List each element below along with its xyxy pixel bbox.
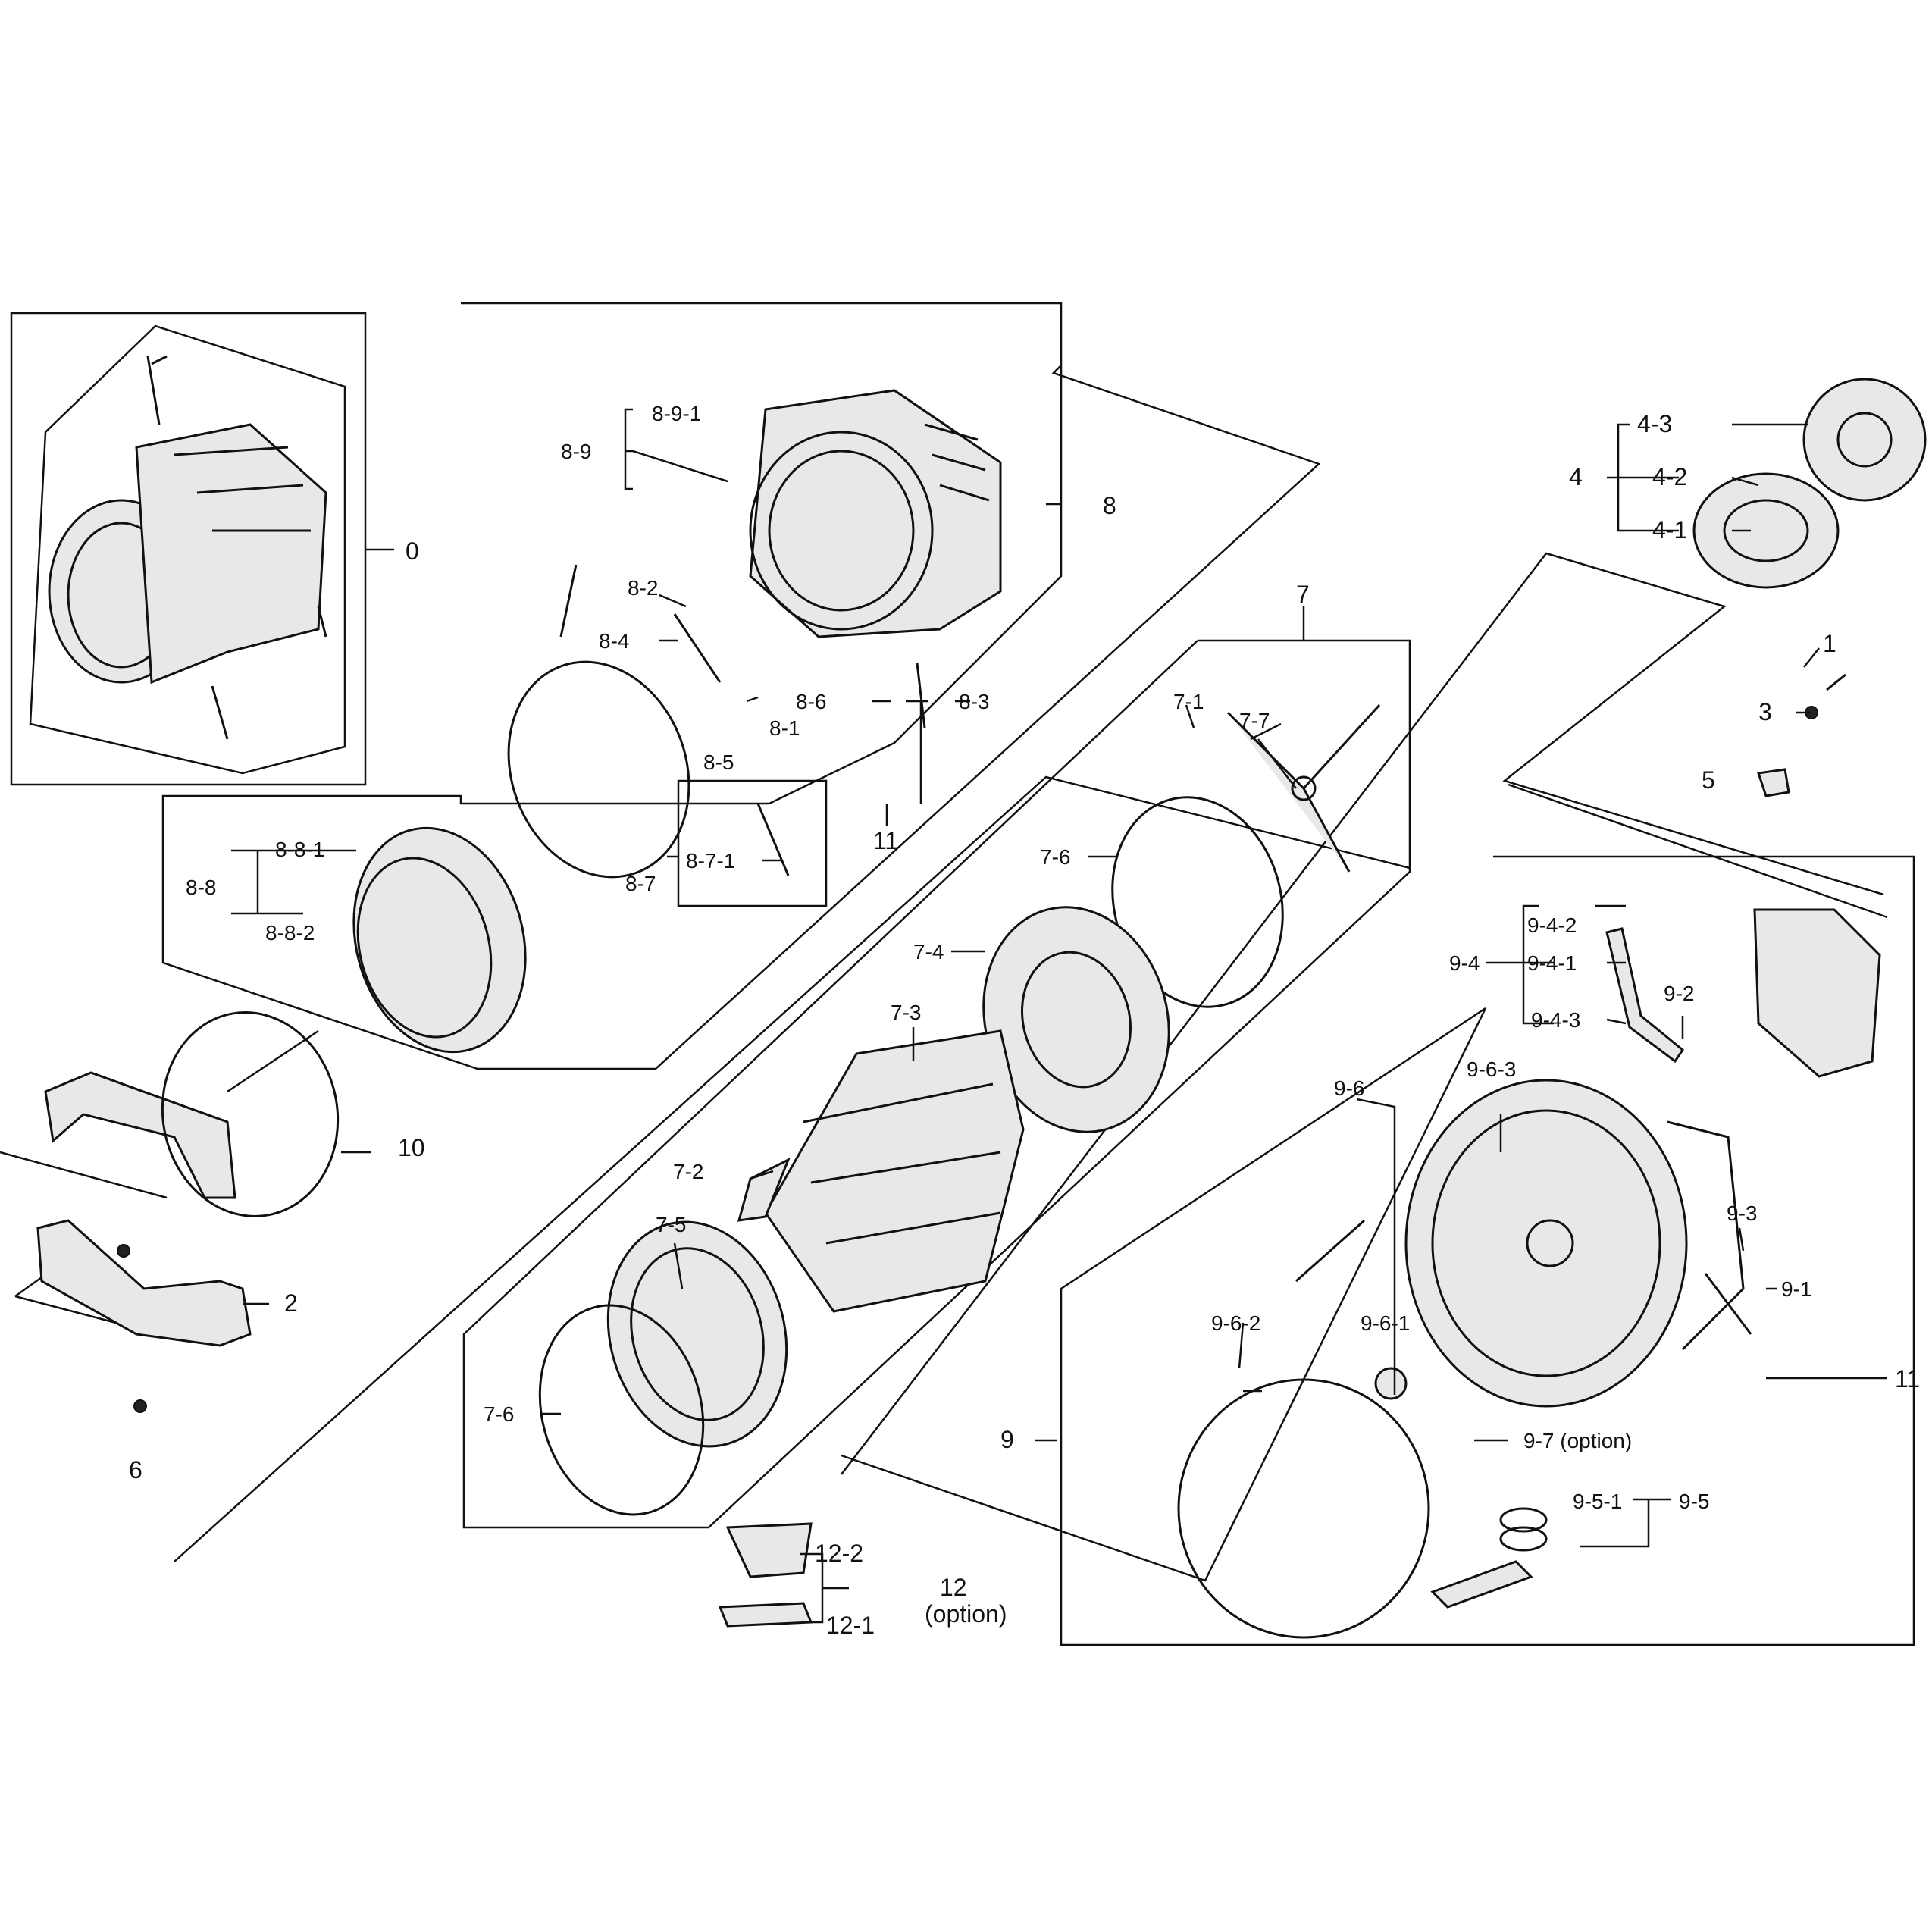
label-7-7: 7-7 <box>1239 709 1270 732</box>
label-9-6-3: 9-6-3 <box>1467 1057 1516 1081</box>
label-8-2: 8-2 <box>628 576 658 600</box>
frame-group-9 <box>1060 855 1915 1646</box>
label-12-2: 12-2 <box>815 1540 863 1567</box>
label-9-5-1: 9-5-1 <box>1573 1490 1622 1513</box>
label-8-7: 8-7 <box>625 872 656 895</box>
label-7-1: 7-1 <box>1173 690 1204 713</box>
label-7-6-lower: 7-6 <box>484 1402 514 1426</box>
label-12-1: 12-1 <box>826 1612 875 1639</box>
frame-group-0-inner <box>29 324 346 775</box>
label-4-2: 4-2 <box>1652 463 1687 490</box>
label-8-4: 8-4 <box>599 629 629 653</box>
label-8-5: 8-5 <box>703 750 734 774</box>
label-8: 8 <box>1103 492 1116 519</box>
label-7-3: 7-3 <box>891 1001 921 1024</box>
label-8-3: 8-3 <box>959 690 989 713</box>
label-9-6-1: 9-6-1 <box>1361 1311 1410 1335</box>
parts <box>36 355 1927 1639</box>
frame-group-0 <box>10 312 367 786</box>
label-4-3: 4-3 <box>1637 410 1672 437</box>
label-12-option: (option) <box>925 1600 1007 1628</box>
label-7-4: 7-4 <box>913 940 944 963</box>
label-9-7-option: 9-7 (option) <box>1523 1429 1632 1452</box>
label-0: 0 <box>406 537 419 565</box>
label-3: 3 <box>1758 698 1772 725</box>
group-frames <box>0 302 1915 1646</box>
tub-rear-illustration <box>1177 908 1881 1639</box>
frame-group-9-lower <box>841 1007 1487 1582</box>
label-9-4-3: 9-4-3 <box>1531 1008 1580 1032</box>
label-8-8: 8-8 <box>186 876 216 899</box>
label-8-9-1: 8-9-1 <box>652 402 701 425</box>
label-8-7-1: 8-7-1 <box>686 849 735 873</box>
label-8-9: 8-9 <box>561 440 591 463</box>
option-12-illustration <box>718 1522 813 1628</box>
leader-lines <box>227 408 1887 1624</box>
tub-front-illustration <box>352 389 1002 1054</box>
label-1: 1 <box>1823 630 1836 657</box>
label-9-4: 9-4 <box>1449 951 1480 975</box>
label-6: 6 <box>129 1456 142 1484</box>
frame-group-7 <box>462 639 1411 1529</box>
callout-labels: 0 4 4-3 4-2 4-1 1 3 5 7 7-1 7-7 7-6 7-4 … <box>129 402 1920 1639</box>
assembled-tub-illustration <box>48 355 327 740</box>
frame-group-8-7 <box>677 779 828 907</box>
label-2: 2 <box>284 1289 298 1317</box>
frame-group-7-outer <box>174 775 1411 1562</box>
label-9-4-1: 9-4-1 <box>1527 951 1577 975</box>
label-9-2: 9-2 <box>1664 982 1694 1005</box>
label-7-6-upper: 7-6 <box>1040 845 1070 869</box>
frame-group-8 <box>161 302 1321 1070</box>
label-11-lower: 11 <box>1895 1365 1920 1393</box>
label-9-6: 9-6 <box>1334 1076 1364 1100</box>
label-11-upper: 11 <box>873 827 898 854</box>
label-5: 5 <box>1702 766 1715 794</box>
label-12: 12 <box>940 1574 967 1601</box>
label-8-8-2: 8-8-2 <box>265 921 315 945</box>
motor-illustration <box>1692 378 1927 797</box>
label-4-1: 4-1 <box>1652 516 1687 544</box>
frame-group-9-inner <box>841 552 1884 1475</box>
label-9-1: 9-1 <box>1781 1277 1811 1301</box>
label-8-1: 8-1 <box>769 716 800 740</box>
frame-door-bracket <box>0 1151 168 1199</box>
label-9-3: 9-3 <box>1727 1202 1757 1225</box>
door-bracket-illustration <box>36 1011 340 1413</box>
label-10: 10 <box>398 1134 425 1161</box>
label-8-8-1: 8-8-1 <box>275 838 324 861</box>
label-7-2: 7-2 <box>673 1160 703 1183</box>
label-9-4-2: 9-4-2 <box>1527 913 1577 937</box>
label-9-5: 9-5 <box>1679 1490 1709 1513</box>
label-7-5: 7-5 <box>656 1213 686 1236</box>
label-7: 7 <box>1296 581 1310 608</box>
label-9-6-2: 9-6-2 <box>1211 1311 1260 1335</box>
label-4: 4 <box>1569 463 1583 490</box>
label-9: 9 <box>1000 1426 1014 1453</box>
frame-group-4 <box>1508 783 1888 919</box>
label-8-6: 8-6 <box>796 690 826 713</box>
drum-illustration <box>538 703 1381 1516</box>
